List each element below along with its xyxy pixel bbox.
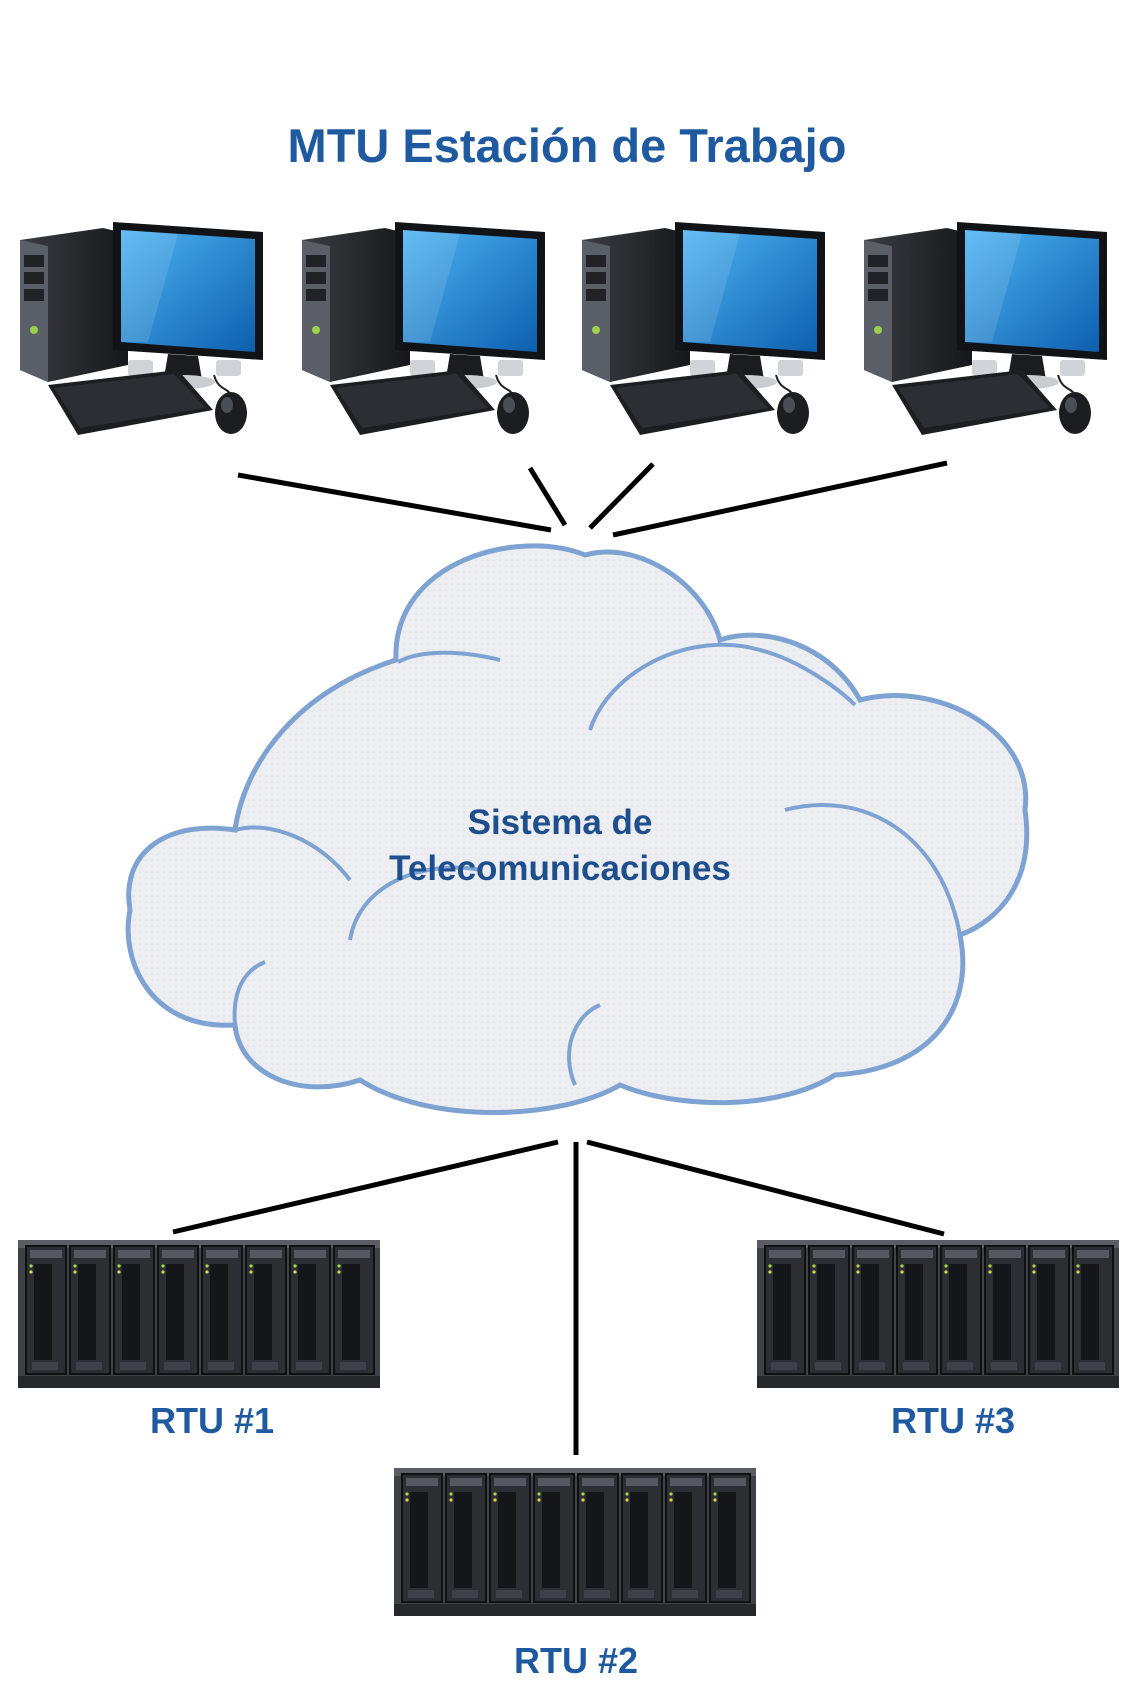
rtu-module — [577, 1473, 619, 1603]
rtu-module — [896, 1245, 938, 1375]
rtu-module — [764, 1245, 806, 1375]
network-label-line2: Telecomunicaciones — [389, 849, 731, 888]
desktop-computer-icon — [20, 222, 263, 435]
rtu-module — [113, 1245, 155, 1375]
link-rtu-3 — [586, 1139, 945, 1237]
rtu-module — [984, 1245, 1026, 1375]
network-label: Sistema de Telecomunicaciones — [360, 800, 760, 892]
rtu-module — [401, 1473, 443, 1603]
rtu-module — [289, 1245, 331, 1375]
plc-rack-icon — [18, 1240, 380, 1388]
rtu-module — [489, 1473, 531, 1603]
plc-rack-icon — [394, 1468, 756, 1616]
rtu-module — [245, 1245, 287, 1375]
desktop-computer-icon — [864, 222, 1107, 435]
rtu-module — [940, 1245, 982, 1375]
link-workstation-3 — [588, 462, 655, 530]
workstation-4 — [862, 210, 1117, 465]
rtu-module — [333, 1245, 375, 1375]
link-workstation-4 — [612, 460, 948, 538]
rtu-module — [808, 1245, 850, 1375]
rtu-3-label: RTU #3 — [890, 1400, 1016, 1441]
desktop-computer-icon — [582, 222, 825, 435]
network-label-line1: Sistema de — [467, 803, 653, 842]
rtu-module — [201, 1245, 243, 1375]
rtu-1 — [16, 1236, 386, 1396]
rtu-1-label: RTU #1 — [149, 1400, 275, 1441]
rtu-module — [157, 1245, 199, 1375]
rtu-module — [25, 1245, 67, 1375]
cloud-icon — [125, 543, 1030, 1115]
rtu-module — [533, 1473, 575, 1603]
rtu-module — [852, 1245, 894, 1375]
workstation-1 — [18, 210, 273, 465]
rtu-module — [621, 1473, 663, 1603]
rtu-module — [665, 1473, 707, 1603]
rtu-module — [1072, 1245, 1114, 1375]
rtu-module — [709, 1473, 751, 1603]
rtu-module — [1028, 1245, 1070, 1375]
rtu-module — [69, 1245, 111, 1375]
desktop-computer-icon — [302, 222, 545, 435]
rtu-3 — [755, 1236, 1125, 1396]
link-workstation-2 — [527, 466, 568, 527]
workstation-2 — [300, 210, 555, 465]
link-workstation-1 — [237, 472, 552, 533]
workstation-3 — [580, 210, 835, 465]
diagram-title: MTU Estación de Trabajo — [287, 119, 847, 172]
rtu-module — [445, 1473, 487, 1603]
link-rtu-1 — [172, 1139, 559, 1235]
rtu-2 — [392, 1464, 762, 1624]
rtu-2-label: RTU #2 — [513, 1640, 639, 1681]
plc-rack-icon — [757, 1240, 1119, 1388]
